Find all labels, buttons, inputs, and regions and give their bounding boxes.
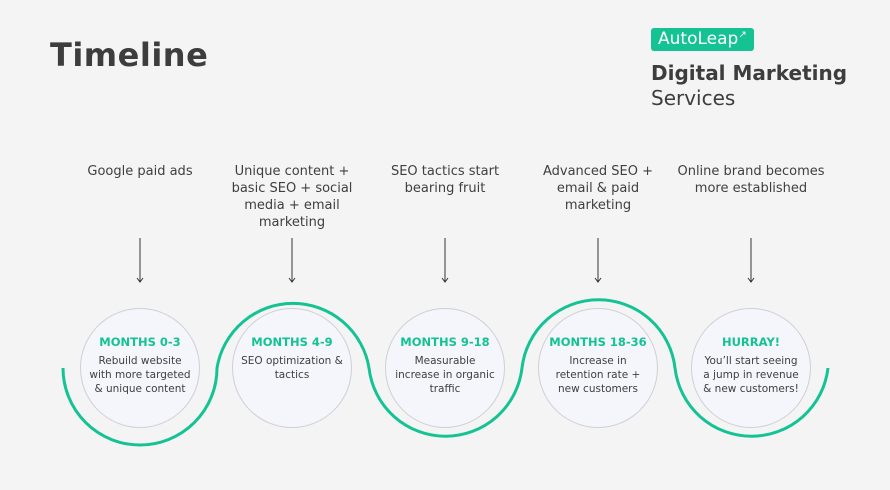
step-heading: HURRAY! <box>721 335 781 349</box>
arrow-down-icon <box>594 238 602 283</box>
step-label: Google paid ads <box>87 164 193 179</box>
step-body: Rebuild website with more targeted & uni… <box>89 355 191 395</box>
arrow-down-icon <box>288 238 296 283</box>
brand-title: Digital Marketing <box>651 61 848 85</box>
wave-path <box>61 298 830 447</box>
step-circle: MONTHS 0-3 Rebuild website with more tar… <box>80 308 200 428</box>
page-title: Timeline <box>50 36 209 74</box>
step-heading: MONTHS 4-9 <box>251 335 333 349</box>
step-body: Measurable increase in organic traffic <box>395 355 495 395</box>
step-circle: MONTHS 18-36 Increase in retention rate … <box>538 308 658 428</box>
logo-mark: ↗ <box>738 29 747 41</box>
arrow-down-icon <box>136 238 144 283</box>
step-circle: MONTHS 9-18 Measurable increase in organ… <box>385 308 505 428</box>
step-heading: MONTHS 0-3 <box>99 335 181 349</box>
step-heading: MONTHS 9-18 <box>400 335 490 349</box>
step-label: Advanced SEO + email & paid marketing <box>542 164 654 213</box>
step-body: You’ll start seeing a jump in revenue & … <box>703 355 799 395</box>
logo-text: AutoLeap <box>658 29 739 49</box>
step-heading: MONTHS 18-36 <box>549 335 647 349</box>
arrow-down-icon <box>441 238 449 283</box>
arrow-down-icon <box>747 238 755 283</box>
step-body: SEO optimization & tactics <box>241 355 343 381</box>
autoleap-logo: AutoLeap↗ <box>651 28 754 51</box>
step-circle: MONTHS 4-9 SEO optimization & tactics <box>232 308 352 428</box>
step-label: Unique content + basic SEO + social medi… <box>231 164 353 230</box>
step-label: Online brand becomes more established <box>677 164 825 196</box>
step-circle: HURRAY! You’ll start seeing a jump in re… <box>691 308 811 428</box>
step-body: Increase in retention rate + new custome… <box>555 355 641 395</box>
step-label: SEO tactics start bearing fruit <box>390 164 500 196</box>
brand-subtitle: Services <box>651 86 736 110</box>
